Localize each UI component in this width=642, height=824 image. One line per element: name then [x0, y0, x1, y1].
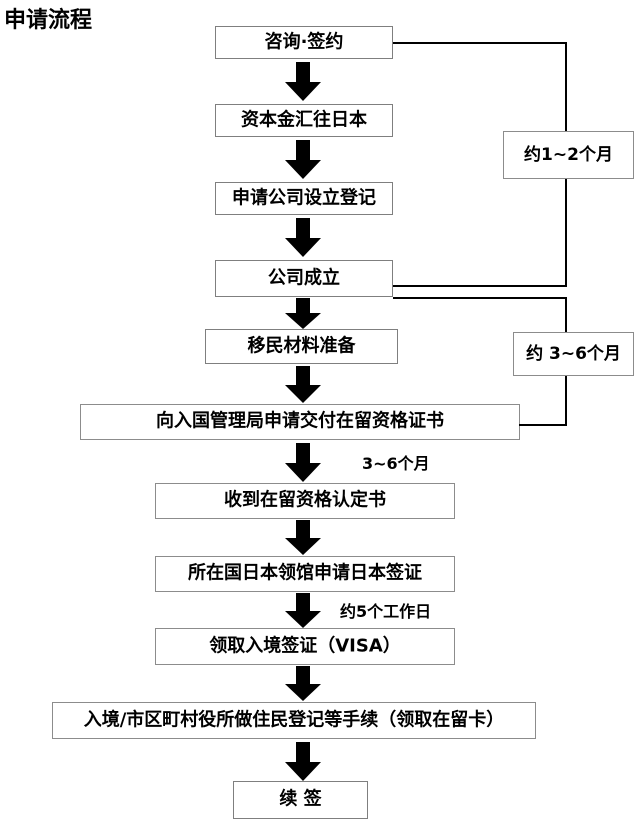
- arrow-down-icon-3: [281, 218, 325, 258]
- arrow-down-icon-1: [281, 62, 325, 102]
- label-5-workdays: 约5个工作日: [340, 604, 431, 620]
- node-apply-coe[interactable]: 向入国管理局申请交付在留资格证书: [80, 404, 520, 440]
- duration-box-3-6-months-label: 约 3~6个月: [526, 343, 621, 364]
- node-renew-label: 续 签: [279, 788, 322, 810]
- arrow-down-icon-2: [281, 140, 325, 180]
- node-entry[interactable]: 入境/市区町村役所做住民登记等手续（领取在留卡）: [52, 702, 536, 739]
- label-3-6-months-text: 3~6个月: [362, 454, 430, 473]
- node-receive-coe[interactable]: 收到在留资格认定书: [155, 483, 455, 519]
- node-receive-coe-label: 收到在留资格认定书: [224, 489, 386, 511]
- label-5-workdays-text: 约5个工作日: [340, 602, 432, 621]
- node-consulate[interactable]: 所在国日本领馆申请日本签证: [155, 556, 455, 592]
- bracket1-bottom-line: [393, 285, 567, 287]
- node-renew[interactable]: 续 签: [233, 781, 368, 819]
- duration-box-3-6-months: 约 3~6个月: [513, 332, 634, 376]
- arrow-down-icon-8: [281, 593, 325, 629]
- arrow-down-icon-6: [281, 443, 325, 483]
- arrow-down-icon-10: [281, 742, 325, 782]
- label-3-6-months: 3~6个月: [362, 456, 430, 472]
- node-register[interactable]: 申请公司设立登记: [215, 182, 393, 215]
- node-established-label: 公司成立: [268, 267, 340, 288]
- arrow-down-icon-7: [281, 520, 325, 556]
- node-remit-label: 资本金汇往日本: [241, 109, 367, 130]
- node-register-label: 申请公司设立登记: [232, 187, 376, 208]
- duration-box-1-2-months: 约1~2个月: [503, 131, 634, 179]
- node-remit[interactable]: 资本金汇往日本: [215, 104, 393, 137]
- arrow-down-icon-4: [281, 298, 325, 330]
- bracket1-top-line: [393, 42, 567, 44]
- node-consult-label: 咨询·签约: [264, 31, 344, 52]
- duration-box-1-2-months-label: 约1~2个月: [524, 144, 613, 165]
- page-title: 申请流程: [4, 8, 93, 33]
- node-established[interactable]: 公司成立: [215, 260, 393, 297]
- node-apply-coe-label: 向入国管理局申请交付在留资格证书: [156, 410, 444, 432]
- arrow-down-icon-9: [281, 666, 325, 702]
- node-materials-label: 移民材料准备: [247, 335, 356, 356]
- node-visa[interactable]: 领取入境签证（VISA）: [155, 628, 455, 665]
- node-consult[interactable]: 咨询·签约: [215, 26, 393, 59]
- node-consulate-label: 所在国日本领馆申请日本签证: [188, 562, 422, 584]
- node-entry-label: 入境/市区町村役所做住民登记等手续（领取在留卡）: [83, 709, 505, 730]
- node-materials[interactable]: 移民材料准备: [205, 329, 398, 364]
- bracket2-top-line: [393, 297, 567, 299]
- bracket2-bottom-line: [519, 424, 567, 426]
- arrow-down-icon-5: [281, 366, 325, 404]
- node-visa-label: 领取入境签证（VISA）: [209, 635, 401, 656]
